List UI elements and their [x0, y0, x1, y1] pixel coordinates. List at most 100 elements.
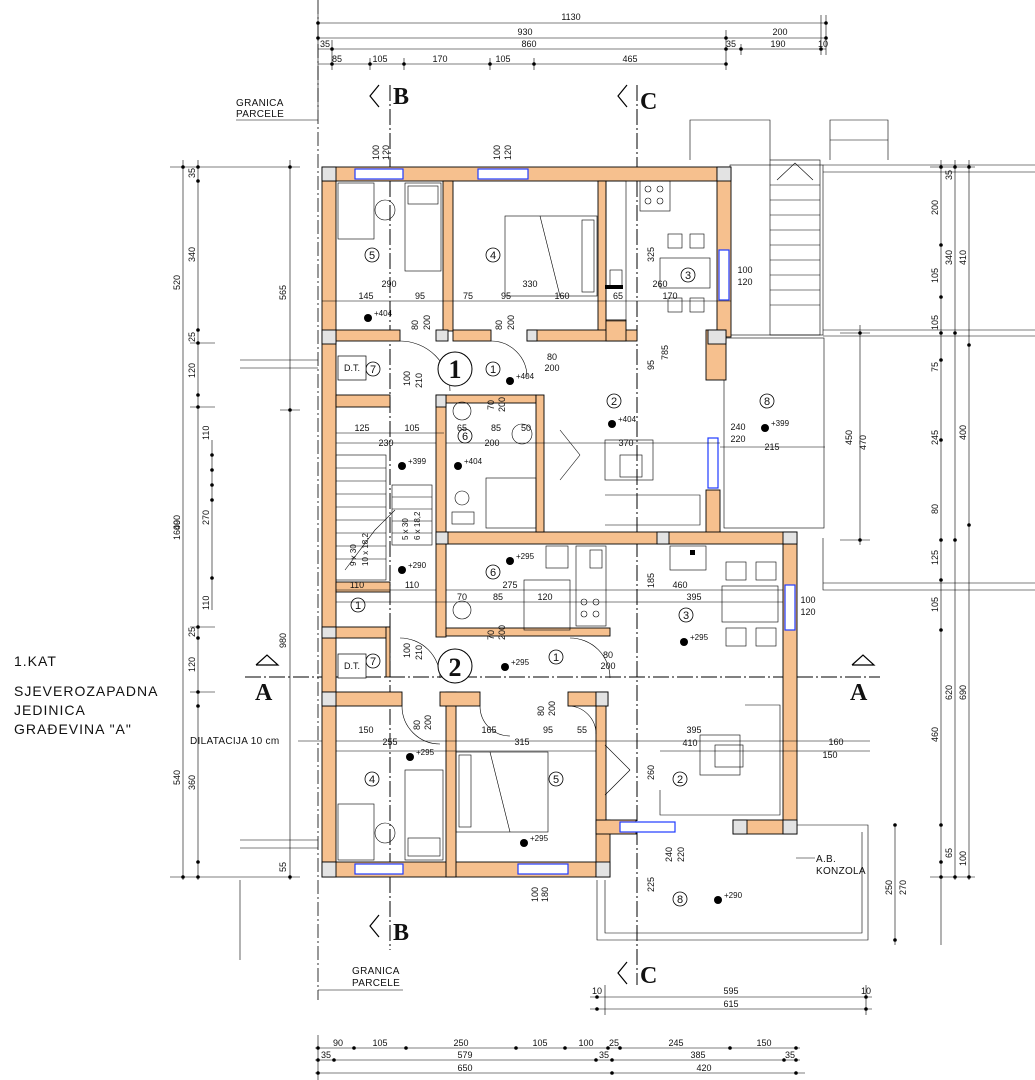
dim-bottom-k3: 10	[861, 986, 871, 996]
dim-top-3a: 35	[320, 39, 330, 49]
dim-inner-50: 200	[600, 661, 615, 671]
dim-inner-59: 165	[481, 725, 496, 735]
dim-right-5: 105	[930, 315, 940, 330]
dim-inner-29: 240	[730, 422, 745, 432]
parcel-bottom-label-2: PARCELE	[352, 978, 400, 989]
room-5-bottom: 5	[553, 774, 559, 786]
dim-bottom-1a: 90	[333, 1038, 343, 1048]
dim-inner-68: 240	[664, 847, 674, 862]
dim-right-3: 410	[958, 250, 968, 265]
parcel-top-label-1: GRANICA	[236, 98, 284, 109]
dim-inner-69: 220	[676, 847, 686, 862]
dim-inner-54: 200	[423, 715, 433, 730]
dim-right-20: 270	[898, 880, 908, 895]
dim-inner-18: 210	[414, 373, 424, 388]
dilatation-note: DILATACIJA 10 cm	[190, 736, 279, 747]
floor-label: 1.KAT	[14, 653, 57, 669]
dim-inner-72: 180	[540, 887, 550, 902]
dim-inner-26: 50	[521, 423, 531, 433]
dim-inner-62: 55	[577, 725, 587, 735]
dim-inner-23: 230	[378, 438, 393, 448]
dim-left-13: 360	[187, 775, 197, 790]
dim-inner-55: 80	[536, 706, 546, 716]
dim-right-18: 100	[958, 851, 968, 866]
dim-top-4a: 85	[332, 54, 342, 64]
room-3-mid: 3	[683, 610, 689, 622]
elevation-11: +295	[416, 748, 435, 757]
dim-inner-60: 315	[514, 737, 529, 747]
dim-inner-27: 200	[484, 438, 499, 448]
elevation-1: +404	[374, 309, 393, 318]
section-c-bottom: C	[640, 963, 657, 989]
elevation-2: +404	[516, 372, 535, 381]
room-7-bottom: 7	[370, 656, 376, 668]
dim-inner-3: 95	[415, 291, 425, 301]
dim-inner-66: 150	[822, 750, 837, 760]
dim-bottom-1h: 150	[756, 1038, 771, 1048]
dim-inner-63: 395	[686, 725, 701, 735]
dim-inner-61: 95	[543, 725, 553, 735]
dim-inner-33: 120	[737, 277, 752, 287]
dim-inner-44: 85	[493, 592, 503, 602]
room-3-top: 3	[685, 270, 691, 282]
section-b-bottom: B	[393, 920, 409, 946]
dt-label-bottom: D.T.	[344, 661, 360, 671]
dim-bottom-2c: 35	[599, 1050, 609, 1060]
dim-bottom-1g: 245	[668, 1038, 683, 1048]
dim-inner-45: 70	[486, 630, 496, 640]
dim-inner-35: 95	[646, 360, 656, 370]
dim-right-7: 245	[930, 430, 940, 445]
dim-bottom-1c: 250	[453, 1038, 468, 1048]
room-2-top: 2	[611, 396, 617, 408]
dim-bottom-2a: 35	[321, 1050, 331, 1060]
parcel-bottom-label-1: GRANICA	[352, 966, 400, 977]
dim-right-19: 250	[884, 880, 894, 895]
dim-inner-2: 290	[381, 279, 396, 289]
dim-inner-19: 70	[486, 400, 496, 410]
dim-inner-56: 200	[547, 701, 557, 716]
dim-right-9: 450	[844, 430, 854, 445]
dim-bottom-k4: 615	[723, 999, 738, 1009]
stair-label-2: 10 x 18,2	[361, 533, 370, 566]
dim-inner-53: 80	[412, 720, 422, 730]
unit-number-1: 1	[449, 355, 462, 384]
dim-top-2b: 200	[772, 27, 787, 37]
dim-left-4: 565	[278, 285, 288, 300]
dim-inner-42: 120	[800, 607, 815, 617]
dim-top-4d: 105	[495, 54, 510, 64]
dim-inner-49: 80	[603, 650, 613, 660]
dim-top-4e: 465	[622, 54, 637, 64]
dim-inner-51: 100	[402, 643, 412, 658]
room-1-bottom: 1	[553, 652, 559, 664]
dim-inner-28: 370	[618, 438, 633, 448]
dt-label-top: D.T.	[344, 363, 360, 373]
dim-inner-5: 95	[501, 291, 511, 301]
elevation-6: +399	[771, 419, 790, 428]
dim-right-6: 75	[930, 362, 940, 372]
dim-top-3d: 190	[770, 39, 785, 49]
dim-inner-7: 160	[554, 291, 569, 301]
dim-bottom-k2: 595	[723, 986, 738, 996]
dim-inner-24: 65	[457, 423, 467, 433]
dim-inner-12: 200	[422, 315, 432, 330]
unit-title-line1: SJEVEROZAPADNA	[14, 683, 159, 699]
dim-bottom-1e: 100	[578, 1038, 593, 1048]
dim-inner-52: 210	[414, 645, 424, 660]
dim-inner-47: 110	[350, 580, 364, 590]
dim-top-3c: 35	[726, 39, 736, 49]
dim-left-11: 110	[201, 596, 211, 610]
dim-left-15: 35	[187, 168, 197, 178]
dim-right-1: 200	[930, 200, 940, 215]
elevation-7: +295	[516, 552, 535, 561]
elevation-5: +404	[464, 457, 483, 466]
dim-inner-22: 105	[404, 423, 419, 433]
dim-inner-58: 255	[382, 737, 397, 747]
dim-inner-20: 200	[497, 397, 507, 412]
dim-inner-74: 100	[371, 145, 381, 160]
dim-inner-43: 70	[457, 592, 467, 602]
dim-inner-41: 100	[800, 595, 815, 605]
unit-title-line2: JEDINICA	[14, 702, 86, 718]
room-2-bottom: 2	[677, 774, 683, 786]
section-a-left: A	[255, 680, 273, 706]
